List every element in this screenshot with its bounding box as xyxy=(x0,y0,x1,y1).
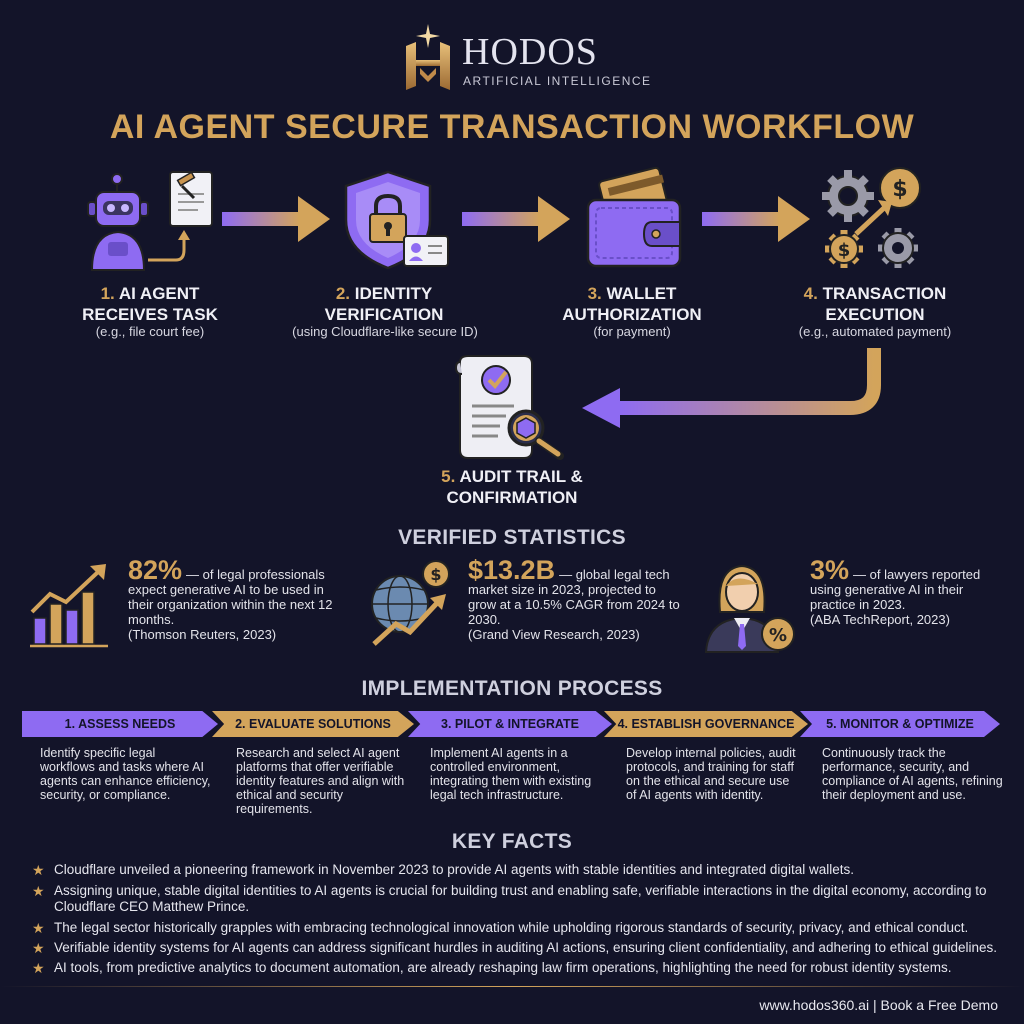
fact-text: Cloudflare unveiled a pioneering framewo… xyxy=(54,862,854,877)
footer-divider xyxy=(0,986,1024,987)
arrow-3-to-4 xyxy=(702,196,810,242)
globe-dollar-icon: $ xyxy=(371,560,450,646)
footer-link[interactable]: www.hodos360.ai | Book a Free Demo xyxy=(759,997,998,1013)
brand-name: HODOS xyxy=(462,31,598,73)
svg-text:$: $ xyxy=(430,565,441,584)
robot-icon xyxy=(87,171,213,271)
workflow-step-5-title: 5. AUDIT TRAIL & CONFIRMATION xyxy=(402,466,622,508)
process-step-4: 4. ESTABLISH GOVERNANCE xyxy=(604,711,808,737)
gears-dollar-icon: $ $ xyxy=(822,167,921,268)
step-label: RECEIVES TASK xyxy=(82,305,218,324)
step-label: WALLET xyxy=(606,284,677,303)
process-step-4-desc: Develop internal policies, audit protoco… xyxy=(626,746,796,802)
fact-text: Verifiable identity systems for AI agent… xyxy=(54,940,998,955)
stat-text: — of lawyers reported using generative A… xyxy=(810,567,981,612)
page-title: AI AGENT SECURE TRANSACTION WORKFLOW xyxy=(109,108,915,146)
step-label: AUTHORIZATION xyxy=(562,305,702,324)
lawyer-percent-icon: % xyxy=(704,564,795,653)
stat-text: — global legal tech market size in 2023,… xyxy=(468,567,680,627)
workflow-step-1-title: 1. AI AGENT RECEIVES TASK xyxy=(40,283,260,325)
fact-text: Assigning unique, stable digital identit… xyxy=(54,883,987,914)
star-icon: ★ xyxy=(32,883,45,899)
step-number: 1. xyxy=(100,284,115,303)
arrow-4-to-5 xyxy=(582,348,881,428)
svg-text:$: $ xyxy=(892,177,907,202)
workflow-step-1-subtitle: (e.g., file court fee) xyxy=(95,324,205,339)
step-number: 4. xyxy=(803,284,818,303)
stat-value: 3% xyxy=(810,555,850,585)
brand-logo: HODOS ARTIFICIAL INTELLIGENCE xyxy=(0,18,1024,98)
step-number: 5. xyxy=(441,467,456,486)
shield-lock-icon xyxy=(344,170,449,270)
stat-value: $13.2B xyxy=(468,555,556,585)
audit-document-icon xyxy=(454,355,564,460)
wallet-icon xyxy=(586,166,682,268)
step-label: AI AGENT xyxy=(118,284,200,303)
star-icon: ★ xyxy=(32,920,45,936)
process-step-1: 1. ASSESS NEEDS xyxy=(22,711,218,737)
workflow-step-3-title: 3. WALLET AUTHORIZATION xyxy=(532,283,732,325)
svg-text:$: $ xyxy=(838,240,851,261)
step-label: VERIFICATION xyxy=(324,305,444,324)
star-icon: ★ xyxy=(32,862,45,878)
process-step-3-desc: Implement AI agents in a controlled envi… xyxy=(430,746,592,802)
stat-item-1: 82%— of legal professionals expect gener… xyxy=(128,557,350,643)
process-section-title: IMPLEMENTATION PROCESS xyxy=(361,677,663,700)
process-step-3: 3. PILOT & INTEGRATE xyxy=(408,711,612,737)
step-label: EXECUTION xyxy=(825,305,925,324)
stat-source: (Thomson Reuters, 2023) xyxy=(128,627,277,642)
step-label: CONFIRMATION xyxy=(446,488,578,507)
star-icon: ★ xyxy=(32,960,45,976)
process-step-2: 2. EVALUATE SOLUTIONS xyxy=(212,711,414,737)
process-step-5: 5. MONITOR & OPTIMIZE xyxy=(800,711,1000,737)
workflow-step-2-subtitle: (using Cloudflare-like secure ID) xyxy=(292,324,478,339)
svg-text:%: % xyxy=(769,625,787,646)
stat-source: (ABA TechReport, 2023) xyxy=(810,612,950,627)
stat-value: 82% xyxy=(128,555,183,585)
workflow-step-2-title: 2. IDENTITY VERIFICATION xyxy=(286,283,482,325)
step-number: 3. xyxy=(587,284,602,303)
hodos-logo-icon xyxy=(406,24,450,90)
arrow-2-to-3 xyxy=(462,196,570,242)
workflow-step-4-title: 4. TRANSACTION EXECUTION xyxy=(770,283,980,325)
step-label: TRANSACTION xyxy=(822,284,947,303)
workflow-step-4-subtitle: (e.g., automated payment) xyxy=(798,324,952,339)
process-step-1-desc: Identify specific legal workflows and ta… xyxy=(40,746,211,802)
step-number: 2. xyxy=(335,284,350,303)
process-step-2-desc: Research and select AI agent platforms t… xyxy=(236,746,405,816)
stat-item-3: 3%— of lawyers reported using generative… xyxy=(810,557,1000,628)
process-step-5-desc: Continuously track the performance, secu… xyxy=(822,746,1003,802)
stat-item-2: $13.2B— global legal tech market size in… xyxy=(468,557,682,643)
fact-text: AI tools, from predictive analytics to d… xyxy=(54,960,952,975)
brand-tagline: ARTIFICIAL INTELLIGENCE xyxy=(463,74,652,88)
bar-chart-growth-icon xyxy=(30,564,108,648)
facts-section-title: KEY FACTS xyxy=(451,830,573,853)
arrow-1-to-2 xyxy=(222,196,330,242)
star-icon: ★ xyxy=(32,940,45,956)
stat-text: — of legal professionals expect generati… xyxy=(128,567,333,627)
fact-text: The legal sector historically grapples w… xyxy=(54,920,969,935)
workflow-step-3-subtitle: (for payment) xyxy=(593,324,671,339)
step-label: IDENTITY xyxy=(354,284,433,303)
step-label: AUDIT TRAIL & xyxy=(459,467,583,486)
stats-section-title: VERIFIED STATISTICS xyxy=(398,526,626,549)
stat-source: (Grand View Research, 2023) xyxy=(468,627,640,642)
